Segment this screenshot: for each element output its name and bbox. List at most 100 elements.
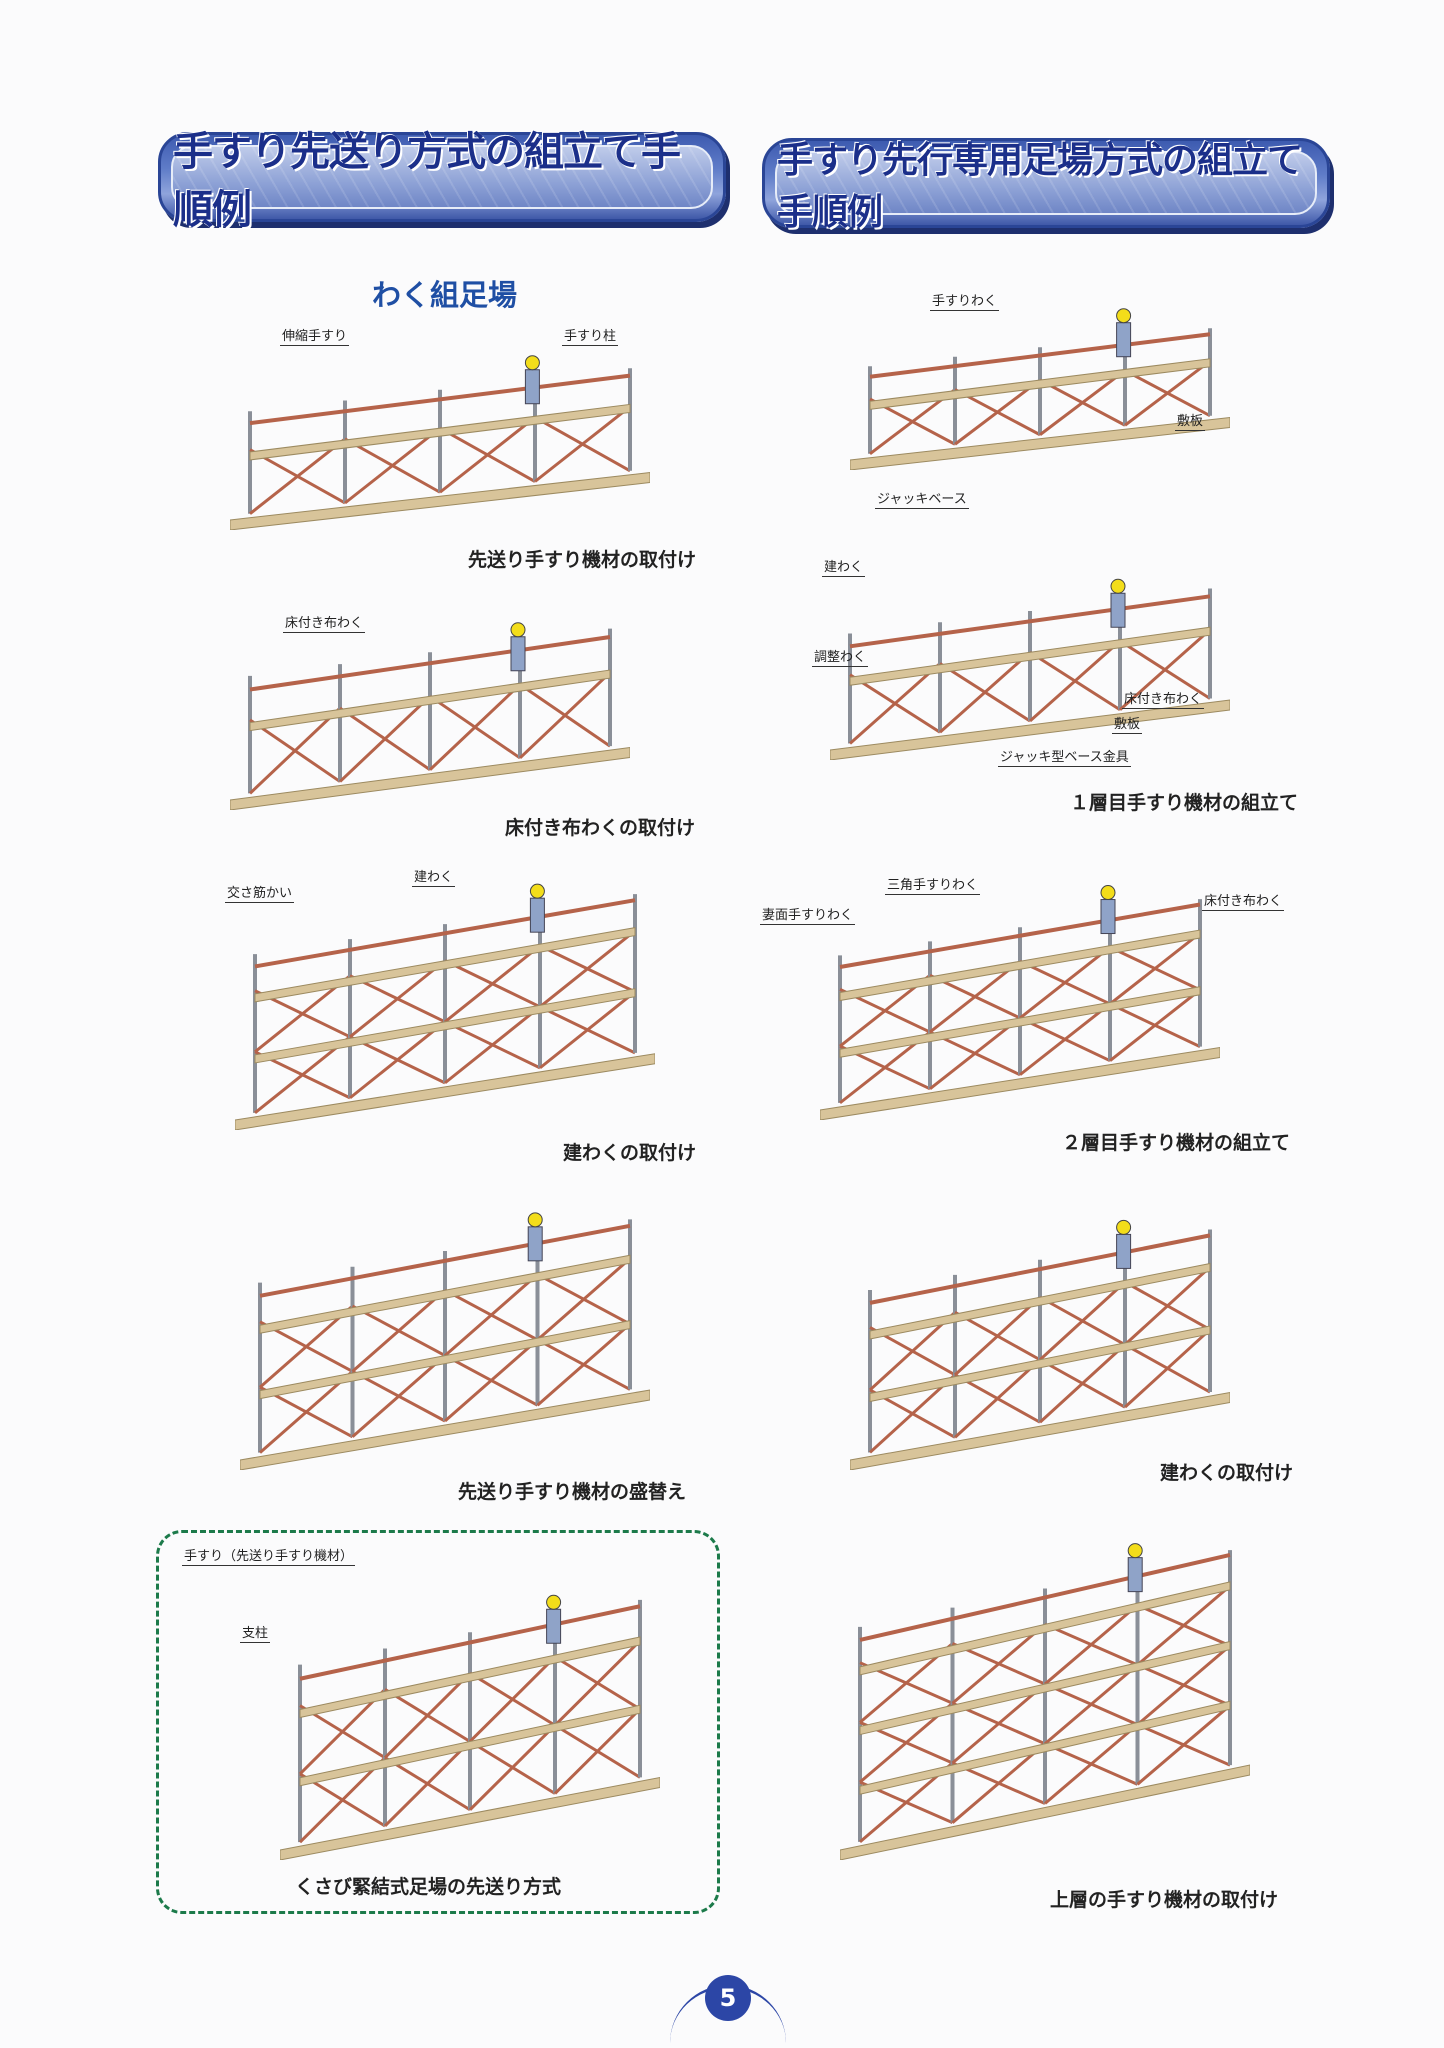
cross-brace (469, 1740, 556, 1795)
handrail (259, 1223, 631, 1298)
cross-brace (384, 1756, 471, 1812)
ill-left-3 (235, 883, 655, 1130)
cross-brace (349, 974, 446, 1024)
cross-brace (1124, 1280, 1211, 1331)
cross-brace (249, 448, 346, 505)
handrail (859, 1553, 1231, 1642)
cross-brace (349, 1035, 446, 1085)
label-post: 支柱 (240, 1622, 271, 1643)
sole-board (280, 1776, 660, 1860)
worker-body (527, 1226, 543, 1262)
cross-brace (954, 1373, 1041, 1424)
worker-body (529, 897, 545, 933)
cross-brace (1044, 1742, 1139, 1786)
caption-left-4: 先送り手すり機材の盛替え (458, 1481, 687, 1503)
cross-brace (444, 1288, 539, 1342)
caption-left-3: 建わくの取付け (563, 1142, 697, 1164)
label-sole-board: 敷板 (1175, 410, 1206, 431)
label-frame: 建わく (412, 866, 456, 887)
sole-board (840, 1764, 1250, 1860)
worker-body (1116, 322, 1132, 358)
handrail (839, 902, 1201, 969)
caption-right-4: 建わくの取付け (1160, 1462, 1294, 1484)
floor-plank (259, 1320, 631, 1400)
ill-left-5 (280, 1594, 660, 1860)
label-floored-frame-r2: 床付き布わく (1202, 890, 1285, 911)
sole-board (240, 1389, 650, 1470)
cross-brace (351, 1370, 446, 1423)
label-jack-base: ジャッキベース (875, 488, 969, 509)
cross-brace (1019, 1016, 1111, 1063)
caption-right-5: 上層の手すり機材の取付け (1050, 1889, 1279, 1911)
cross-brace (1044, 1622, 1139, 1667)
cross-brace (384, 1688, 471, 1743)
cross-brace (1136, 1663, 1231, 1707)
caption-left-5: くさび緊結式足場の先送り方式 (295, 1876, 562, 1898)
ill-right-5 (840, 1543, 1250, 1860)
worker-helmet-icon (1127, 1543, 1143, 1559)
cross-brace (849, 673, 941, 734)
cross-brace (554, 1655, 641, 1711)
handrail (254, 898, 636, 969)
cross-brace (249, 718, 341, 783)
sole-board (235, 1053, 655, 1130)
cross-brace (339, 706, 431, 771)
label-floored-frame: 床付き布わく (283, 612, 366, 633)
label-sole-board-r: 敷板 (1112, 713, 1143, 734)
floor-plank (839, 986, 1201, 1058)
caption-left-1: 先送り手すり機材の取付け (468, 549, 697, 571)
caption-right-2: １層目手すり機材の組立て (1070, 792, 1299, 814)
handrail (869, 332, 1211, 379)
worker-helmet-icon (510, 622, 526, 638)
cross-brace (1136, 1603, 1231, 1648)
cross-brace (1044, 1682, 1139, 1726)
label-handrail-post: 手すり柱 (562, 325, 619, 346)
floor-plank (859, 1700, 1231, 1795)
cross-brace (534, 416, 631, 473)
ill-right-2 (830, 578, 1230, 760)
cross-brace (539, 944, 636, 994)
page-number: 5 (705, 1975, 751, 2021)
worker-helmet-icon (1116, 308, 1132, 324)
cross-brace (1039, 1358, 1126, 1409)
floor-plank (859, 1581, 1231, 1676)
ill-left-1 (230, 355, 650, 530)
cross-brace (536, 1273, 631, 1326)
ill-right-3 (820, 885, 1220, 1120)
floor-plank (299, 1636, 641, 1719)
worker-body (1116, 1233, 1132, 1269)
cross-brace (1124, 1343, 1211, 1394)
sole-board (820, 1046, 1220, 1120)
label-end-handrail: 妻面手すりわく (760, 904, 856, 925)
cross-brace (939, 662, 1031, 723)
cross-brace (1109, 945, 1201, 992)
worker-body (1100, 899, 1116, 935)
cross-brace (536, 1338, 631, 1391)
floor-plank (254, 927, 636, 1003)
floor-plank (869, 1325, 1211, 1403)
floor-plank (249, 403, 631, 461)
cross-brace (1029, 650, 1121, 712)
right-title: 手すり先行専用足場方式の組立て手順例 (777, 140, 1303, 233)
worker-helmet-icon (527, 1212, 543, 1228)
cross-brace (954, 1311, 1041, 1362)
handrail (849, 594, 1211, 649)
floor-plank (259, 1254, 631, 1334)
floor-plank (254, 988, 636, 1064)
ill-right-1 (850, 308, 1230, 470)
worker-helmet-icon (1100, 885, 1116, 901)
worker-body (546, 1608, 562, 1644)
handrail (249, 635, 611, 692)
cross-brace (1019, 959, 1111, 1006)
cross-brace (1119, 639, 1211, 700)
ill-right-4 (850, 1219, 1230, 1470)
left-title: 手すり先送り方式の組立て手順例 (173, 129, 681, 233)
worker-body (510, 636, 526, 672)
floor-plank (249, 669, 611, 732)
cross-brace (429, 695, 521, 760)
left-subtitle: わく組足場 (372, 278, 518, 312)
sole-board (230, 471, 650, 530)
worker-helmet-icon (546, 1594, 562, 1610)
cross-brace (1136, 1723, 1231, 1767)
cross-brace (344, 437, 441, 494)
